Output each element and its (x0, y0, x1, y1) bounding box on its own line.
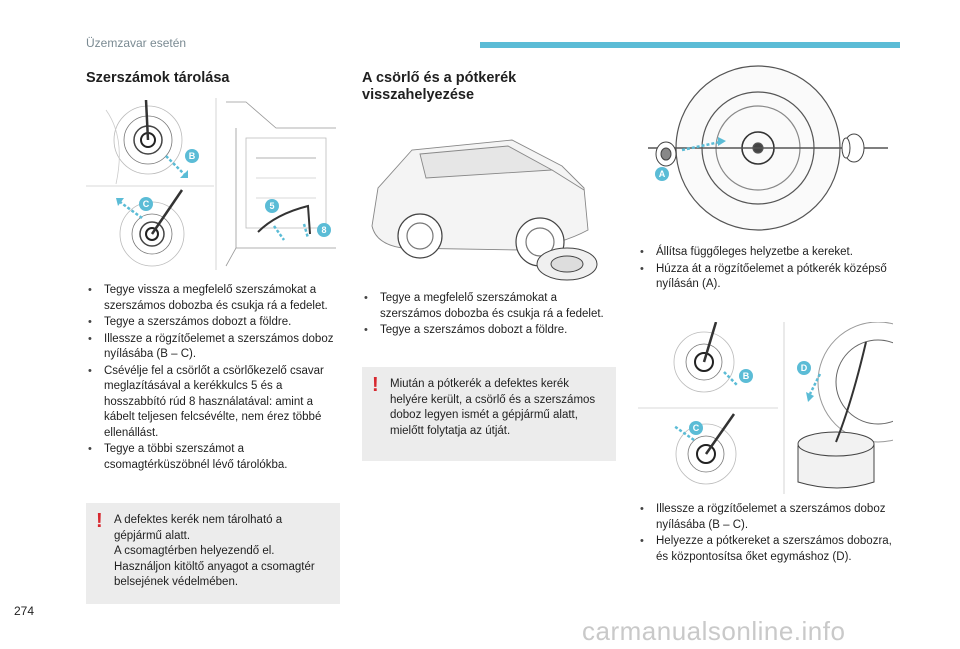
right-bottom-bullet-list: Illessze a rögzítőelemet a szerszámos do… (638, 502, 896, 566)
middle-bullet-list: Tegye a megfelelő szerszámokat a szerszá… (362, 291, 620, 340)
wheel-svg: A (648, 65, 888, 231)
list-item: Tegye a megfelelő szerszámokat a szerszá… (362, 291, 620, 322)
list-item: Húzza át a rögzítőelemet a pótkerék közé… (638, 262, 896, 293)
right-top-bullet-list: Állítsa függőleges helyzetbe a kereket. … (638, 245, 896, 294)
list-item: Helyezze a pótkereket a szerszámos doboz… (638, 534, 896, 565)
toolbox-svg: B C D (638, 322, 893, 494)
car-svg (371, 139, 598, 281)
left-section-title: Szerszámok tárolása (86, 70, 230, 86)
label-5: 5 (269, 201, 274, 211)
label-b: B (189, 151, 196, 161)
page-number: 274 (14, 604, 35, 618)
list-item: Tegye vissza a megfelelő szerszámokat a … (86, 283, 344, 314)
list-item: Tegye a többi szerszámot a csomagtérküsz… (86, 442, 344, 473)
warning-icon: ! (372, 374, 379, 396)
middle-warning-box: ! Miután a pótkerék a defektes kerék hel… (362, 367, 616, 461)
list-item: Csévélje fel a csörlőt a csörlőkezelő cs… (86, 364, 344, 442)
warning-line: A defektes kerék nem tárolható a gépjárm… (114, 514, 283, 542)
left-warning-box: ! A defektes kerék nem tárolható a gépjá… (86, 503, 340, 604)
label-8: 8 (321, 225, 326, 235)
wheel-illustration: A (638, 62, 893, 234)
label-d: D (801, 363, 808, 373)
label-c: C (693, 423, 700, 433)
list-item: Illessze a rögzítőelemet a szerszámos do… (86, 332, 344, 363)
list-item: Illessze a rögzítőelemet a szerszámos do… (638, 502, 896, 533)
warning-icon: ! (96, 510, 103, 532)
tool-storage-svg: B C 5 8 (86, 98, 336, 270)
warning-text: Miután a pótkerék a defektes kerék helyé… (390, 378, 596, 437)
list-item: Tegye a szerszámos dobozt a földre. (86, 315, 344, 331)
toolbox-alignment-illustration: B C D (638, 322, 893, 494)
warning-line: A csomagtérben helyezendő el. (114, 545, 275, 557)
car-spare-wheel-illustration (362, 126, 617, 286)
label-a: A (659, 169, 666, 179)
warning-line: Használjon kitöltő anyagot a csomagtér b… (114, 560, 315, 589)
label-c: C (143, 199, 150, 209)
left-bullet-list: Tegye vissza a megfelelő szerszámokat a … (86, 283, 344, 474)
tool-storage-illustration: B C 5 8 (86, 98, 341, 270)
middle-title-line1: A csörlő és a pótkerék (362, 70, 517, 86)
middle-section-title: A csörlő és a pótkerék visszahelyezése (362, 70, 516, 104)
watermark: carmanualsonline.info (582, 616, 846, 646)
middle-title-line2: visszahelyezése (362, 87, 475, 103)
list-item: Tegye a szerszámos dobozt a földre. (362, 323, 620, 339)
label-b: B (743, 371, 750, 381)
header-accent-bar (480, 42, 900, 48)
list-item: Állítsa függőleges helyzetbe a kereket. (638, 245, 896, 261)
section-header: Üzemzavar esetén (86, 36, 187, 50)
